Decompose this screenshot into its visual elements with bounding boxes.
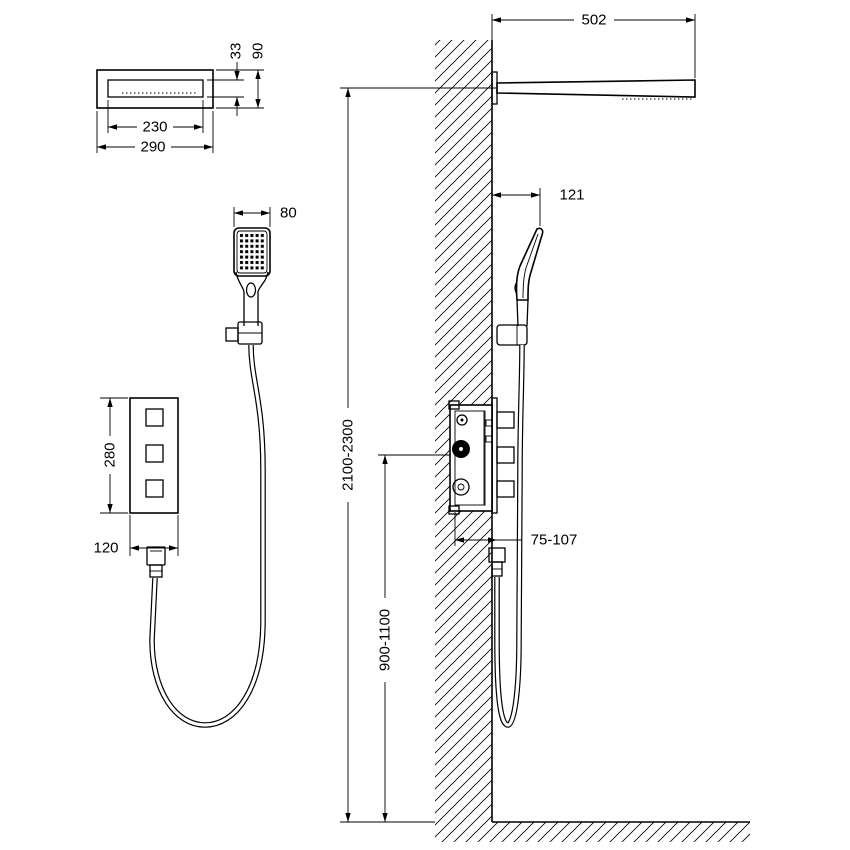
dim-label-75-107: 75-107	[531, 532, 578, 549]
dim-label-230: 230	[142, 119, 167, 136]
dim-label-33: 33	[228, 43, 245, 60]
mixer-flange-top	[448, 400, 460, 410]
mixer-knob-bottom-side	[496, 480, 515, 498]
dim-label-120: 120	[93, 540, 118, 557]
hand-shower-spray-button	[245, 282, 257, 298]
dim-label-90: 90	[250, 43, 267, 60]
dim-label-290: 290	[140, 139, 165, 156]
overhead-outlet-opening	[107, 79, 204, 98]
dimension-mixer-height: 280	[100, 397, 128, 514]
mixer-flange-bottom	[448, 505, 460, 515]
dim-label-2100-2300: 2100-2300	[340, 419, 357, 491]
hose-outline	[149, 344, 266, 728]
mixer-port-bottom	[452, 478, 470, 496]
hose-core	[150, 344, 265, 727]
dimension-overhead-widths: 230 290	[96, 100, 214, 156]
floor-hatch	[492, 822, 750, 842]
hand-shower-holder-side	[496, 324, 528, 346]
hose-core	[495, 344, 524, 727]
dimension-hand-shower-offset: 121	[492, 187, 585, 226]
dim-label-502: 502	[581, 12, 606, 29]
side-section-view: 502 2100-2300 900-1100 121	[340, 12, 750, 842]
hand-shower-holder	[225, 321, 263, 345]
dimension-mixer-depth: 75-107	[454, 512, 578, 549]
hand-shower-face	[236, 230, 268, 274]
wall-outlet-elbow-side	[488, 547, 506, 577]
overhead-outer-outline	[96, 69, 214, 109]
mixer-concealed-body	[448, 400, 493, 515]
mixer-inlet-center-dot	[459, 447, 463, 451]
mixer-cover-plate	[129, 397, 179, 514]
overhead-shower-front-view: 33 90 230 290	[96, 43, 267, 156]
mixer-port-top-center	[460, 418, 464, 422]
mixer-knob-bottom	[145, 479, 164, 498]
overhead-shower-body	[496, 79, 696, 98]
mixer-knob-middle-side	[496, 446, 515, 464]
dimension-overhead-projection: 502	[491, 12, 696, 78]
mixer-knob-top-side	[496, 411, 515, 429]
dim-label-121: 121	[559, 187, 584, 204]
mixer-knob-top	[145, 408, 164, 427]
overhead-shower-side	[491, 71, 696, 105]
hand-shower-handle	[235, 271, 269, 326]
hand-shower-hose-side	[494, 344, 525, 728]
mixer-front-view: 280 120	[93, 397, 179, 578]
dimension-mixer-width: 120	[93, 515, 179, 557]
mixer-inner-frame	[454, 410, 486, 506]
dim-label-80: 80	[280, 205, 297, 222]
hand-shower-head	[233, 227, 271, 277]
dim-label-280: 280	[102, 442, 119, 467]
hand-shower-button-side	[514, 281, 518, 295]
holder-wall-block	[225, 327, 239, 342]
dimension-mixer-mounting-height: 900-1100	[377, 454, 461, 822]
wall-outlet-elbow-front	[146, 546, 166, 578]
hand-shower-front-view: 80	[149, 205, 297, 728]
dimension-hand-shower-width: 80	[233, 205, 297, 227]
elbow-body	[146, 546, 166, 566]
dimension-overhead-heights: 33 90	[207, 43, 267, 116]
hand-shower-face-line	[522, 233, 539, 299]
mixer-knob-middle	[145, 444, 164, 463]
hand-shower-handle-side	[516, 299, 529, 327]
hand-shower-head-side	[515, 227, 544, 301]
hand-shower-hose-front	[149, 344, 266, 728]
hand-shower-nozzle-grid	[239, 233, 265, 271]
dim-label-900-1100: 900-1100	[377, 609, 394, 671]
hand-shower-side	[496, 227, 544, 346]
mixer-port-bottom-inner	[457, 483, 465, 491]
dimension-overhead-mounting-height: 2100-2300	[340, 87, 496, 823]
mixer-port-top	[456, 414, 468, 426]
